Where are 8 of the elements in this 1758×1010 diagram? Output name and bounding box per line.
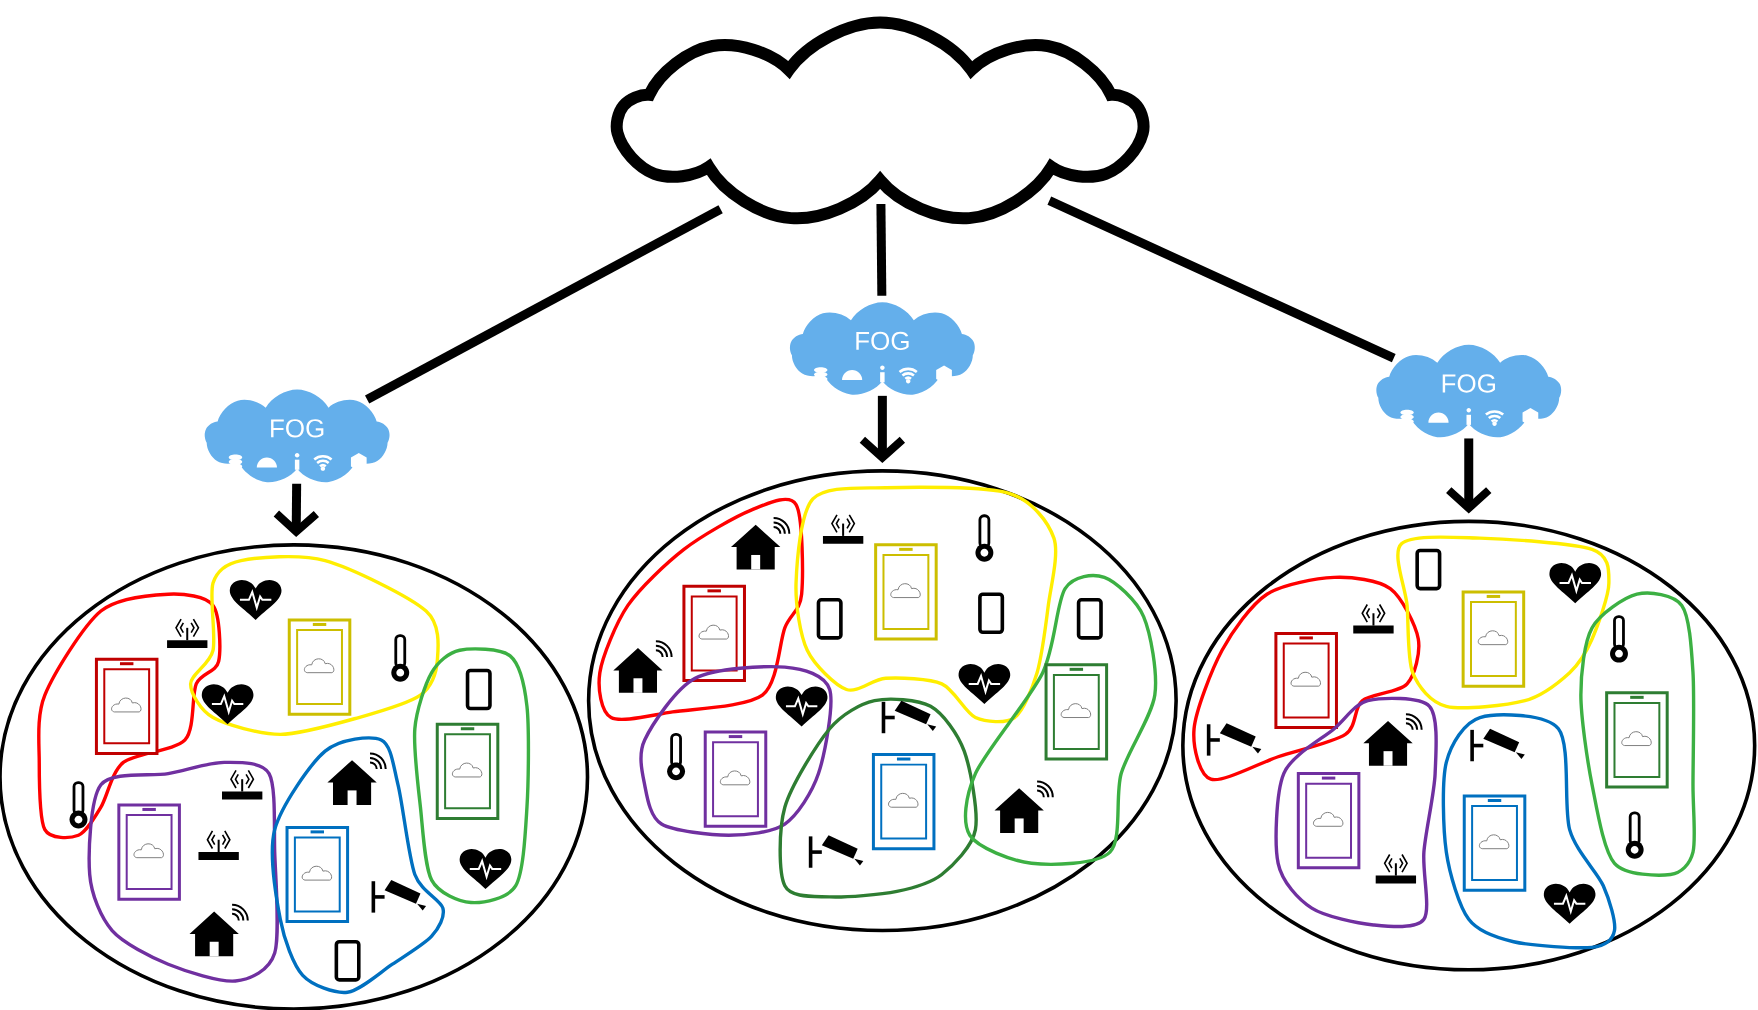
- fog-cloud: FOG: [1376, 344, 1562, 438]
- network-ellipse: [586, 468, 1178, 933]
- network-ellipse: [1181, 519, 1757, 972]
- fog-cloud: FOG: [204, 389, 390, 483]
- connector-line: [365, 205, 723, 404]
- fog-cloud: FOG: [789, 302, 975, 395]
- connector-line: [1047, 196, 1396, 363]
- cloud-outline: [610, 16, 1150, 225]
